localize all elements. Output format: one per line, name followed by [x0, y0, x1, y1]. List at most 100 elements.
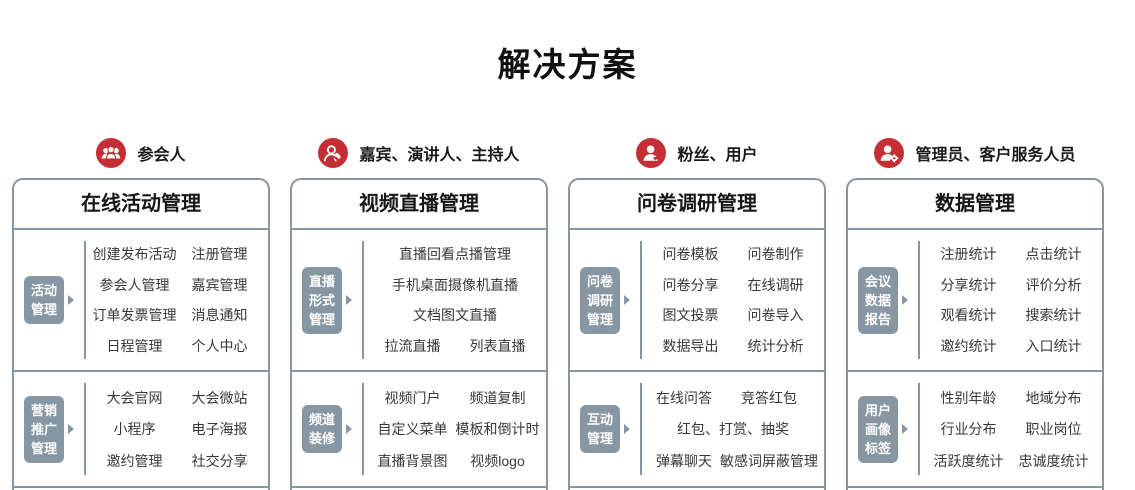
feature-item: 列表直播 [469, 337, 526, 354]
section-tag: 营销 推广 管理 [23, 395, 64, 463]
section-tag: 用户 画像 标签 [857, 395, 898, 463]
feature-section-clipped [848, 486, 1102, 490]
feature-item: 忠诚度统计 [1018, 452, 1089, 469]
feature-items: 在线问答 竞答红包 红包、打赏、抽奖 弹幕聊天 敏感词屏蔽管理 [642, 372, 824, 486]
feature-item: 邀约管理 [106, 452, 163, 469]
feature-item: 视频门户 [384, 389, 441, 406]
feature-item: 注册管理 [191, 246, 248, 263]
arrow-right-icon [624, 424, 630, 434]
feature-item: 行业分布 [940, 421, 997, 437]
feature-item: 个人中心 [191, 337, 248, 354]
arrow-right-icon [346, 424, 352, 434]
feature-box: 视频直播管理 直播 形式 管理 直播回看点播管理 手机桌面摄像机直播 文档图文直… [290, 178, 548, 490]
feature-item: 搜索统计 [1025, 307, 1082, 324]
section-tag: 问卷 调研 管理 [579, 266, 620, 334]
feature-item: 注册统计 [940, 246, 997, 263]
section-tag: 互动 管理 [579, 405, 620, 453]
feature-item: 嘉宾管理 [191, 276, 248, 293]
feature-item: 拉流直播 [384, 337, 441, 354]
solution-columns: 参会人 在线活动管理 活动 管理 创建发布活动 注册管理 参会人管理 嘉宾管理 [0, 136, 1135, 490]
feature-section: 直播 形式 管理 直播回看点播管理 手机桌面摄像机直播 文档图文直播 拉流直播 … [292, 230, 546, 370]
audience-header: 参会人 [12, 136, 270, 170]
feature-item: 小程序 [113, 421, 156, 437]
tag-area: 营销 推广 管理 [14, 372, 84, 486]
feature-box-title: 问卷调研管理 [570, 180, 824, 230]
feature-item: 直播背景图 [377, 452, 448, 469]
feature-item: 职业岗位 [1025, 421, 1082, 437]
feature-item: 自定义菜单 [377, 421, 448, 437]
feature-item: 视频logo [470, 452, 525, 469]
divider [84, 383, 86, 475]
feature-item: 直播回看点播管理 [399, 246, 511, 263]
feature-item: 统计分析 [747, 337, 804, 354]
tag-area: 频道 装修 [292, 372, 362, 486]
feature-item: 问卷导入 [747, 307, 804, 324]
feature-item: 问卷分享 [662, 276, 719, 293]
feature-item: 点击统计 [1025, 246, 1082, 263]
feature-item: 敏感词屏蔽管理 [720, 452, 818, 469]
feature-item: 模板和倒计时 [455, 421, 540, 437]
divider [640, 383, 642, 475]
feature-item: 日程管理 [106, 337, 163, 354]
feature-item: 问卷制作 [747, 246, 804, 263]
feature-item: 文档图文直播 [413, 307, 497, 324]
user-heart-icon [636, 138, 667, 168]
arrow-right-icon [902, 295, 908, 305]
audience-label: 参会人 [137, 147, 186, 164]
section-tag: 会议 数据 报告 [857, 266, 898, 334]
feature-items: 直播回看点播管理 手机桌面摄像机直播 文档图文直播 拉流直播 列表直播 [364, 230, 546, 370]
feature-item: 红包、打赏、抽奖 [677, 421, 789, 437]
attendees-group-icon [96, 138, 127, 168]
tag-area: 互动 管理 [570, 372, 640, 486]
feature-item: 邀约统计 [940, 337, 997, 354]
arrow-right-icon [68, 295, 74, 305]
feature-section-clipped [14, 486, 268, 490]
feature-item: 手机桌面摄像机直播 [392, 276, 518, 293]
page-title: 解决方案 [497, 46, 638, 83]
audience-label: 管理员、客户服务人员 [915, 147, 1076, 164]
feature-section-clipped [570, 486, 824, 490]
feature-item: 问卷模板 [662, 246, 719, 263]
section-tag: 活动 管理 [23, 276, 64, 324]
feature-box: 问卷调研管理 问卷 调研 管理 问卷模板 问卷制作 问卷分享 在线调研 图文投票… [568, 178, 826, 490]
feature-item: 大会微站 [191, 389, 248, 406]
audience-header: 粉丝、用户 [568, 136, 826, 170]
feature-item: 创建发布活动 [92, 246, 177, 263]
feature-item: 订单发票管理 [92, 307, 177, 324]
tag-area: 直播 形式 管理 [292, 230, 362, 370]
feature-item: 在线问答 [656, 389, 712, 406]
feature-item: 社交分享 [191, 452, 248, 469]
feature-item: 消息通知 [191, 307, 248, 324]
feature-section: 互动 管理 在线问答 竞答红包 红包、打赏、抽奖 弹幕聊天 敏感词屏蔽管理 [570, 370, 824, 486]
feature-item: 参会人管理 [99, 276, 170, 293]
feature-box-title: 视频直播管理 [292, 180, 546, 230]
solution-column-data: 管理员、客户服务人员 数据管理 会议 数据 报告 注册统计 点击统计 分享统计 … [846, 136, 1104, 490]
feature-section: 会议 数据 报告 注册统计 点击统计 分享统计 评价分析 观看统计 搜索统计 邀… [848, 230, 1102, 370]
feature-item: 频道复制 [469, 389, 526, 406]
feature-item: 活跃度统计 [933, 452, 1004, 469]
feature-item: 大会官网 [106, 389, 163, 406]
audience-header: 管理员、客户服务人员 [846, 136, 1104, 170]
feature-section: 频道 装修 视频门户 频道复制 自定义菜单 模板和倒计时 直播背景图 视频log… [292, 370, 546, 486]
feature-box: 在线活动管理 活动 管理 创建发布活动 注册管理 参会人管理 嘉宾管理 订单发票… [12, 178, 270, 490]
feature-section: 营销 推广 管理 大会官网 大会微站 小程序 电子海报 邀约管理 社交分享 [14, 370, 268, 486]
audience-label: 粉丝、用户 [677, 147, 758, 164]
feature-items: 创建发布活动 注册管理 参会人管理 嘉宾管理 订单发票管理 消息通知 日程管理 … [86, 230, 268, 370]
feature-items: 性别年龄 地域分布 行业分布 职业岗位 活跃度统计 忠诚度统计 [920, 372, 1102, 486]
section-tag: 频道 装修 [301, 405, 342, 453]
audience-header: 嘉宾、演讲人、主持人 [290, 136, 548, 170]
feature-items: 问卷模板 问卷制作 问卷分享 在线调研 图文投票 问卷导入 数据导出 统计分析 [642, 230, 824, 370]
arrow-right-icon [68, 424, 74, 434]
tag-area: 活动 管理 [14, 230, 84, 370]
arrow-right-icon [624, 295, 630, 305]
divider [918, 383, 920, 475]
feature-item: 入口统计 [1025, 337, 1082, 354]
feature-item: 地域分布 [1025, 389, 1082, 406]
solution-column-survey: 粉丝、用户 问卷调研管理 问卷 调研 管理 问卷模板 问卷制作 问卷分享 在线调… [568, 136, 826, 490]
audience-label: 嘉宾、演讲人、主持人 [359, 147, 520, 164]
feature-section-clipped [292, 486, 546, 490]
feature-item: 弹幕聊天 [656, 452, 712, 469]
feature-item: 在线调研 [747, 276, 804, 293]
divider [362, 383, 364, 475]
